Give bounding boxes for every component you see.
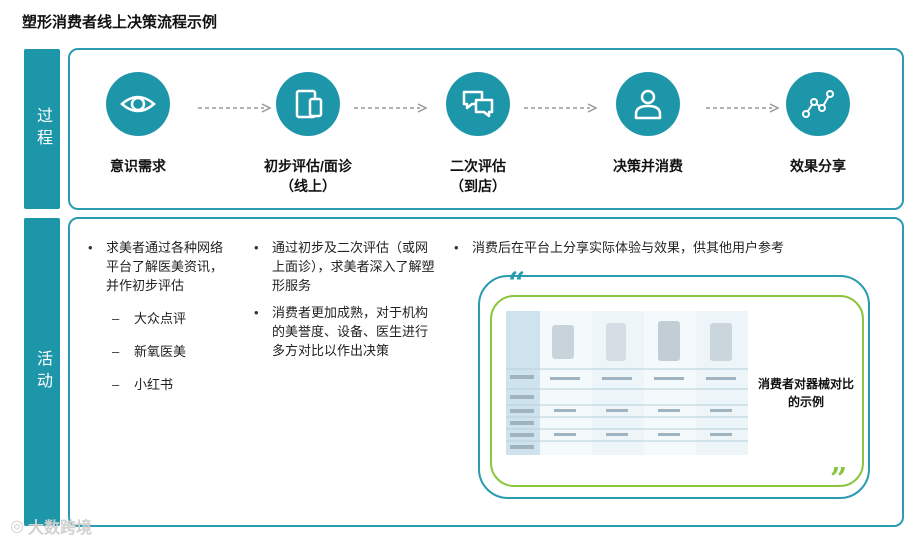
activity-column-1: 求美者通过各种网络平台了解医美资讯，并作初步评估 大众点评 新氧医美 小红书 [84,238,228,394]
watermark-text: 大数跨境 [28,514,92,538]
bullet-item: 消费者更加成熟，对于机构的美誉度、设备、医生进行多方对比以作出决策 [250,303,436,360]
platform-item: 大众点评 [84,309,228,328]
bullet-item: 消费后在平台上分享实际体验与效果，供其他用户参考 [450,238,870,257]
section-tab-activity: 活动 [24,218,60,526]
step-label: 初步评估/面诊 [238,156,378,176]
activity-panel: 求美者通过各种网络平台了解医美资讯，并作初步评估 大众点评 新氧医美 小红书 通… [68,217,904,527]
step-label: 二次评估 [408,156,548,176]
step-sublabel: （线上） [238,176,378,196]
bullet-item: 求美者通过各种网络平台了解医美资讯，并作初步评估 [84,238,228,295]
eye-icon [106,72,170,136]
step-label: 意识需求 [68,156,208,176]
step-second-assessment: 二次评估 （到店） [408,72,548,196]
section-label-activity: 活动 [30,350,54,394]
step-sharing: 效果分享 [748,72,888,176]
person-icon [616,72,680,136]
platform-item: 新氧医美 [84,342,228,361]
tablet-phone-icon [276,72,340,136]
close-quote-icon: ” [830,465,847,495]
bullet-item: 通过初步及二次评估（或网上面诊），求美者深入了解塑形服务 [250,238,436,295]
platform-item: 小红书 [84,375,228,394]
activity-column-2: 通过初步及二次评估（或网上面诊），求美者深入了解塑形服务 消费者更加成熟，对于机… [250,238,436,364]
device-comparison-image [506,311,748,455]
section-label-process: 过程 [30,107,54,151]
watermark-logo-icon: ◎ [10,516,24,536]
example-caption: 消费者对器械对比的示例 [756,375,856,411]
page-title: 塑形消费者线上决策流程示例 [22,11,217,32]
watermark: ◎ 大数跨境 [10,514,92,538]
step-label: 决策并消费 [578,156,718,176]
chat-bubbles-icon [446,72,510,136]
section-tab-process: 过程 [24,49,60,209]
step-label: 效果分享 [748,156,888,176]
step-initial-assessment: 初步评估/面诊 （线上） [238,72,378,196]
step-decision: 决策并消费 [578,72,718,176]
open-quote-icon: “ [508,269,525,299]
step-awareness: 意识需求 [68,72,208,176]
process-panel: 意识需求 初步评估/面诊 （线上） 二次评估 （到店） 决策并消费 [68,48,904,210]
activity-column-3: 消费后在平台上分享实际体验与效果，供其他用户参考 [450,238,870,261]
trend-line-icon [786,72,850,136]
step-sublabel: （到店） [408,176,548,196]
